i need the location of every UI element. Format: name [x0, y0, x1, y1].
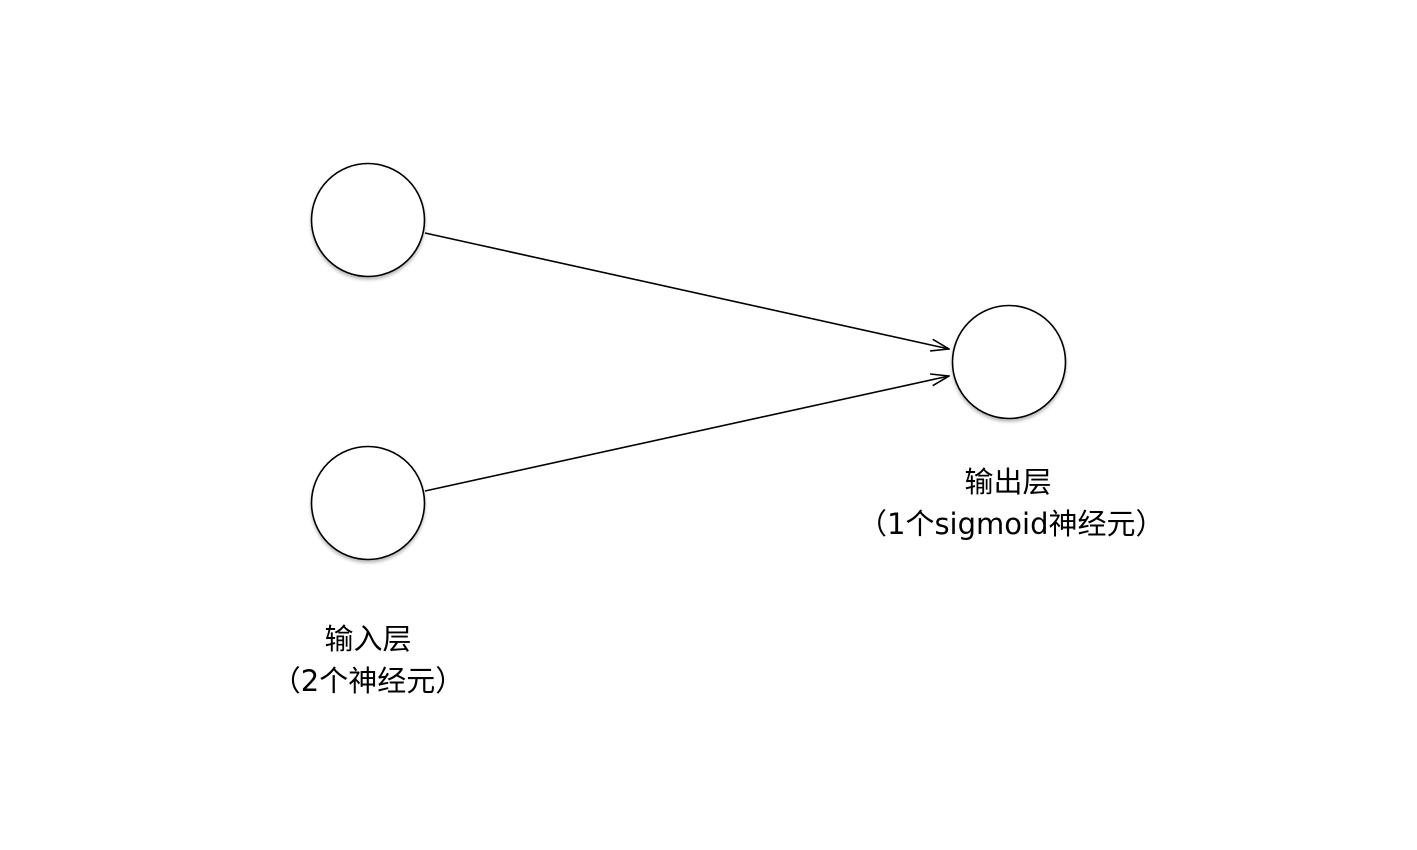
- input-layer-label: 输入层 （2个神经元）: [218, 618, 518, 702]
- output-layer-title: 输出层: [964, 465, 1052, 499]
- output-layer-subtitle: （1个sigmoid神经元）: [858, 507, 1165, 541]
- input-neuron-1: [310, 162, 426, 278]
- input-neuron-2: [310, 445, 426, 561]
- input-layer-title: 输入层: [324, 622, 412, 656]
- output-layer-label: 输出层 （1个sigmoid神经元）: [858, 461, 1165, 545]
- input-layer-subtitle: （2个神经元）: [271, 664, 465, 698]
- connection-input2-to-output: [424, 376, 949, 492]
- output-neuron: [951, 304, 1067, 420]
- connection-input1-to-output: [424, 232, 949, 349]
